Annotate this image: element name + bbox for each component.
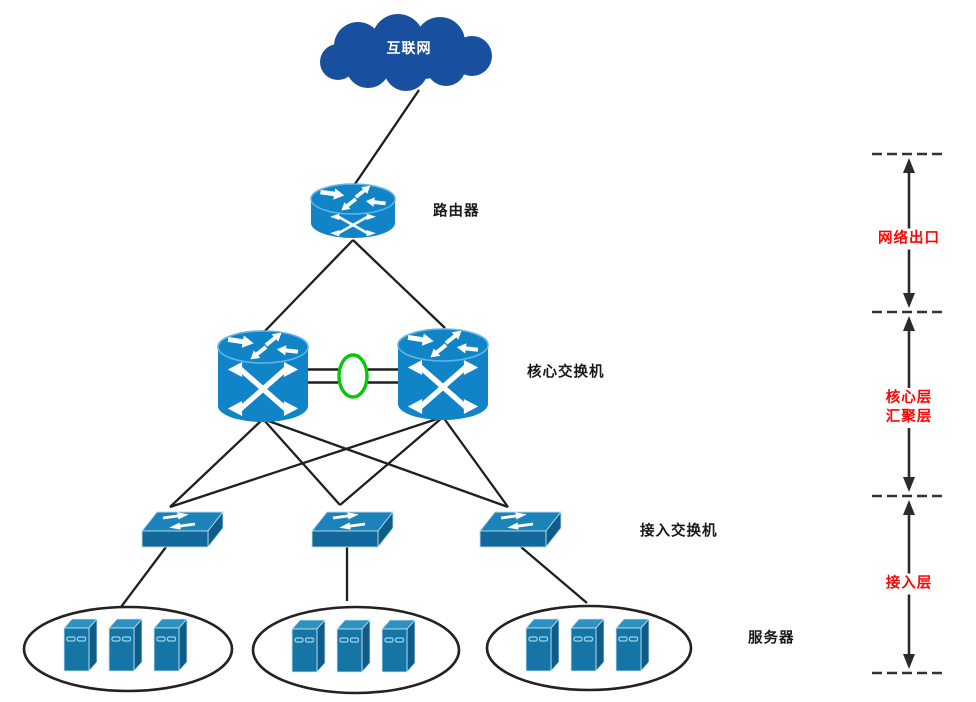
router-label: 路由器 <box>433 203 480 220</box>
access-switch-1-icon <box>142 511 223 547</box>
layer-label-core-aggregation: 核心层 汇聚层 <box>883 388 935 428</box>
connection-lines <box>120 89 588 608</box>
server-group-3 <box>485 604 693 692</box>
link-core2-access1 <box>169 415 444 509</box>
layer-label-access: 接入层 <box>883 573 935 595</box>
server-icon <box>153 618 188 672</box>
layer-span-arrows <box>903 158 915 669</box>
core-switch-1-icon <box>218 329 308 422</box>
link-router-core2 <box>352 239 446 329</box>
link-aggregation-ellipse-icon <box>337 353 369 399</box>
link-core2-access3 <box>442 416 509 508</box>
link-core1-access1 <box>169 418 264 508</box>
link-router-core1 <box>263 239 354 333</box>
server-icon <box>291 619 326 673</box>
internet-cloud-icon <box>320 14 492 91</box>
access-switch-label: 接入交换机 <box>640 523 718 540</box>
link-access3-servers3 <box>520 546 588 604</box>
server-icon <box>63 618 98 672</box>
layer-label-core-line: 核心层 <box>885 390 933 406</box>
server-icon <box>615 618 650 672</box>
server-icon <box>108 618 143 672</box>
core-switch-2-icon <box>398 327 488 420</box>
link-core2-access2 <box>339 416 444 506</box>
router-icon <box>310 182 396 239</box>
access-switch-3-icon <box>480 511 561 547</box>
link-core1-access2 <box>262 418 341 506</box>
server-icon <box>525 618 560 672</box>
link-access1-servers1 <box>120 546 167 608</box>
link-core1-access3 <box>262 417 509 509</box>
server-group-2 <box>251 605 461 695</box>
link-internet-router <box>354 89 420 185</box>
aggregated-link <box>308 353 398 399</box>
core-switch-label: 核心交换机 <box>527 364 605 381</box>
access-switch-2-icon <box>312 511 393 547</box>
server-icon <box>570 618 605 672</box>
internet-label: 互联网 <box>386 41 432 57</box>
server-icon <box>381 619 416 673</box>
layer-label-aggregation-line: 汇聚层 <box>885 409 933 425</box>
server-icon <box>336 619 371 673</box>
layer-label-network-exit: 网络出口 <box>876 228 942 250</box>
server-group-1 <box>22 605 234 693</box>
layer-separator-lines <box>872 152 946 675</box>
server-label: 服务器 <box>748 630 795 647</box>
